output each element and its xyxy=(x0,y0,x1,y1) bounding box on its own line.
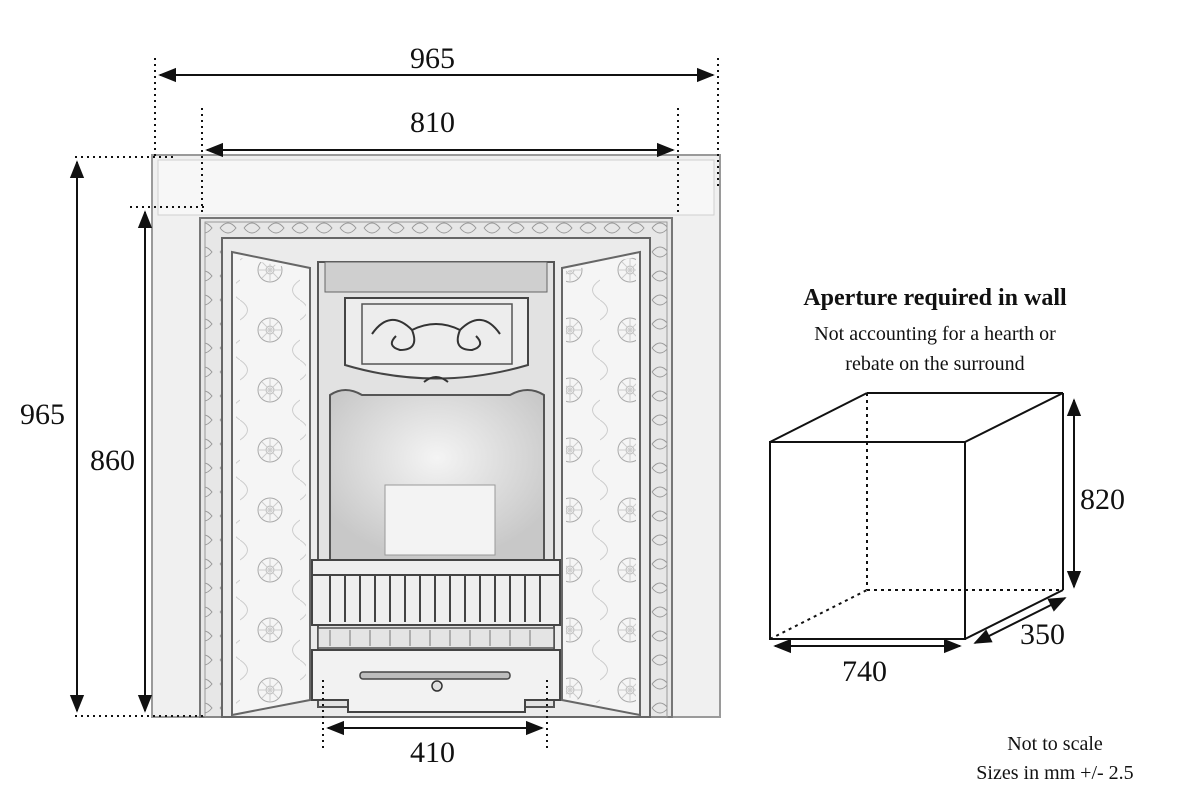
dim-grate-width-label: 410 xyxy=(410,736,455,769)
sizes-note: Sizes in mm +/- 2.5 xyxy=(976,762,1134,784)
aperture-dimension-lines xyxy=(773,398,1082,654)
aperture-title: Aperture required in wall xyxy=(803,285,1067,311)
ash-pan xyxy=(311,649,561,713)
aperture-box xyxy=(769,392,1064,640)
scale-note: Not to scale xyxy=(1007,733,1103,755)
aperture-height-label: 820 xyxy=(1080,483,1125,516)
fire-grate xyxy=(311,559,561,649)
firebox xyxy=(329,389,545,561)
tile-panel-left xyxy=(231,250,311,717)
aperture-note-line-2: rebate on the surround xyxy=(845,353,1025,375)
dim-overall-width-label: 965 xyxy=(410,42,455,75)
aperture-width-label: 740 xyxy=(842,655,887,688)
dim-overall-height-label: 965 xyxy=(20,398,65,431)
aperture-depth-label: 350 xyxy=(1020,618,1065,651)
dim-opening-height-label: 860 xyxy=(90,444,135,477)
dim-opening-width-label: 810 xyxy=(410,106,455,139)
tile-panel-right xyxy=(561,250,641,717)
dimension-lines xyxy=(69,58,719,748)
ornate-canopy xyxy=(344,297,529,383)
aperture-note-line-1: Not accounting for a hearth or xyxy=(814,323,1056,345)
